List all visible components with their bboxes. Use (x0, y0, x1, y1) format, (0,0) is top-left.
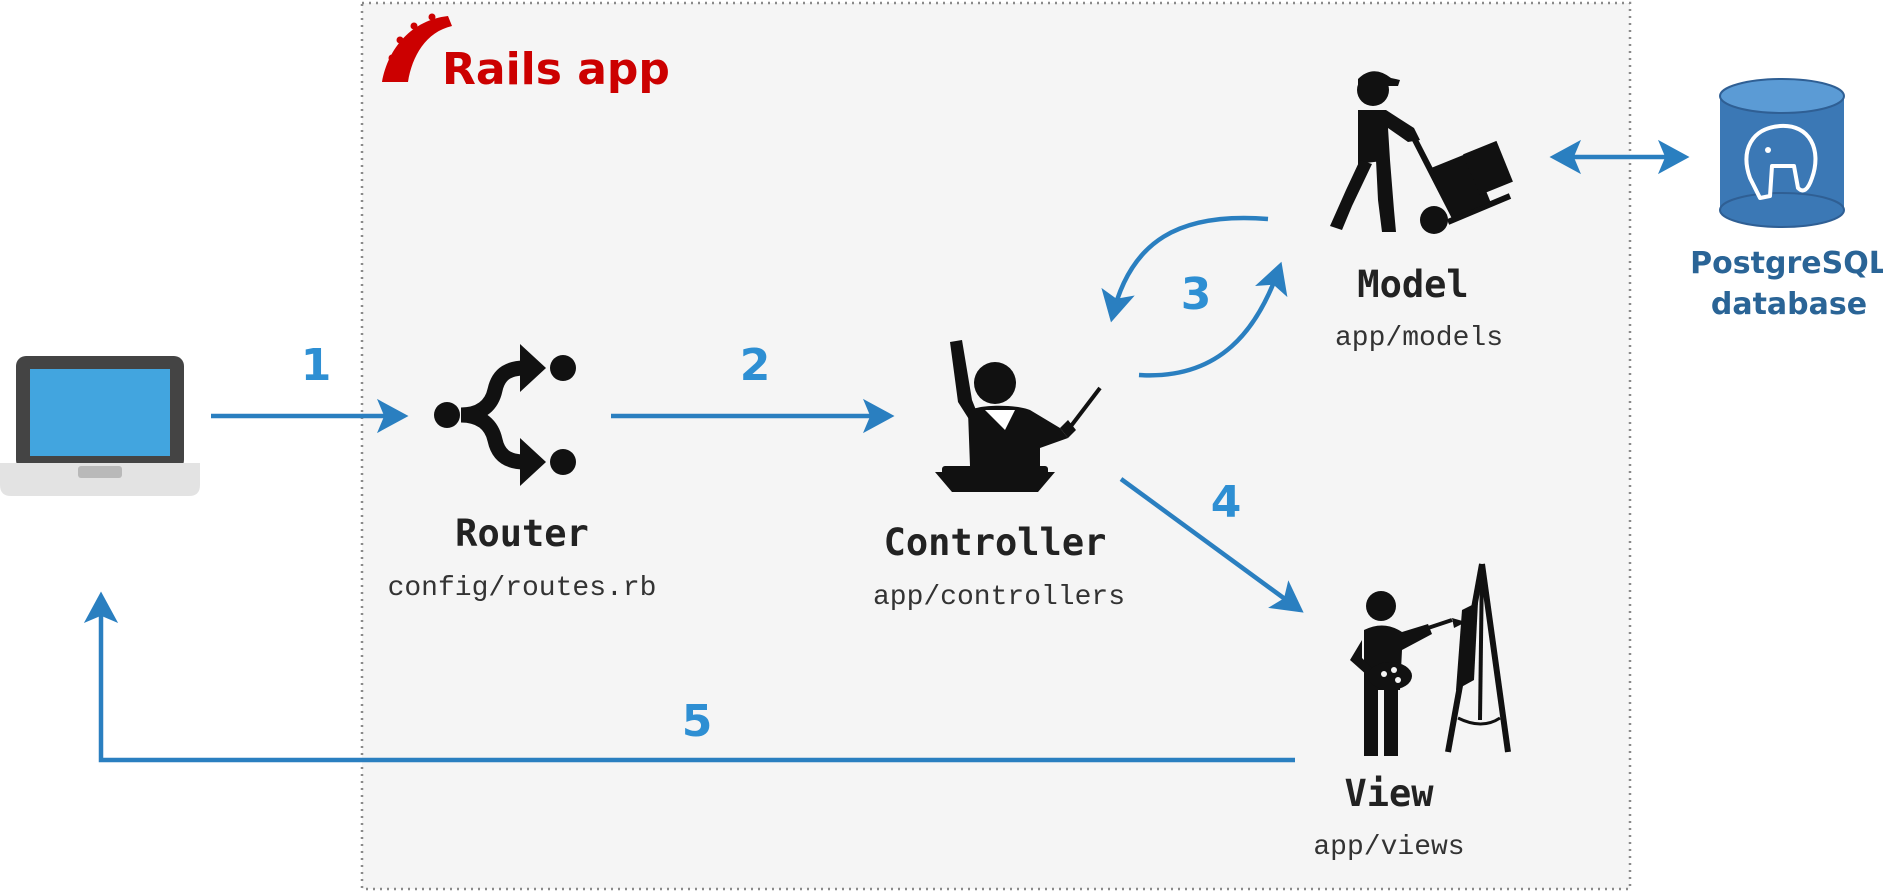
arrow-controller-to-model (1138, 261, 1288, 378)
router-icon (434, 344, 576, 486)
elephant-icon (1744, 123, 1818, 200)
router-title: Router (455, 512, 589, 555)
view-title: View (1344, 772, 1434, 815)
arrow-model-to-controller (1101, 215, 1269, 323)
arrow-view-to-browser (83, 591, 1295, 763)
delivery-worker-icon (1330, 71, 1513, 234)
step-number-4: 4 (1211, 477, 1242, 528)
controller-title: Controller (884, 521, 1107, 564)
model-title: Model (1357, 263, 1468, 306)
arrow-controller-to-view (1119, 477, 1304, 613)
step-number-1: 1 (301, 340, 332, 391)
controller-path: app/controllers (873, 582, 1125, 613)
database-label-line2: database (1711, 287, 1867, 322)
conductor-icon (935, 340, 1102, 492)
database-label-line1: PostgreSQL (1690, 246, 1883, 281)
model-path: app/models (1335, 323, 1503, 354)
laptop-icon (0, 356, 200, 496)
step-number-3: 3 (1181, 269, 1212, 320)
view-path: app/views (1313, 832, 1464, 863)
rails-app-label: Rails app (442, 44, 670, 95)
step-number-2: 2 (740, 340, 771, 391)
postgresql-database-icon (1719, 78, 1845, 228)
step-number-5: 5 (682, 696, 713, 747)
rails-logo-icon (382, 13, 452, 82)
router-path: config/routes.rb (388, 573, 657, 604)
painter-icon (1350, 563, 1511, 756)
